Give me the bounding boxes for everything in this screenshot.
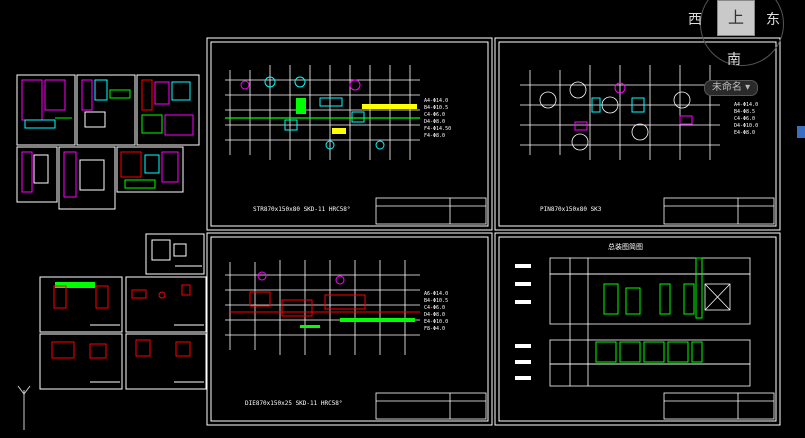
- svg-text:D4-Φ8.0: D4-Φ8.0: [424, 119, 445, 125]
- svg-text:E4-Φ8.0: E4-Φ8.0: [734, 130, 755, 136]
- drawing-sheet-3[interactable]: A6-Φ14.0 B4-Φ10.5 C4-Φ6.0 D4-Φ8.0 E4-Φ10…: [206, 232, 493, 426]
- sheet-2-title: PIN870x150x80 SK3: [540, 206, 602, 213]
- svg-text:B4-Φ10.5: B4-Φ10.5: [424, 105, 448, 111]
- svg-text:C4-Φ6.0: C4-Φ6.0: [424, 305, 445, 311]
- viewcube-east-label[interactable]: 东: [766, 12, 780, 28]
- thumbnail-details-top: [21, 79, 194, 198]
- thumbnail-group-top: [16, 74, 200, 210]
- navigation-bar-tab[interactable]: [797, 126, 805, 138]
- svg-text:D4-Φ10.0: D4-Φ10.0: [734, 123, 758, 129]
- drawing-sheet-1[interactable]: A4-Φ14.0 B4-Φ10.5 C4-Φ6.0 D4-Φ8.0 F4-Φ14…: [206, 37, 493, 231]
- ucs-icon: [17, 385, 31, 430]
- sheet-4-title: 总装图简图: [608, 242, 643, 251]
- thumbnail-details-bottom: [51, 282, 204, 383]
- svg-text:A6-Φ14.0: A6-Φ14.0: [424, 291, 448, 297]
- svg-text:C4-Φ6.0: C4-Φ6.0: [424, 112, 445, 118]
- svg-text:C4-Φ6.0: C4-Φ6.0: [734, 116, 755, 122]
- viewcube-top-face[interactable]: 上: [717, 0, 755, 36]
- sheet-1-title: STR870x150x80 SKD-11 HRC58°: [253, 206, 351, 213]
- svg-text:F4-Φ14.50: F4-Φ14.50: [424, 126, 451, 132]
- svg-text:A4-Φ14.0: A4-Φ14.0: [424, 98, 448, 104]
- svg-text:F8-Φ4.0: F8-Φ4.0: [424, 326, 445, 332]
- svg-text:D4-Φ8.0: D4-Φ8.0: [424, 312, 445, 318]
- drawing-sheet-2[interactable]: A4-Φ14.0 B4-Φ8.5 C4-Φ6.0 D4-Φ10.0 E4-Φ8.…: [494, 37, 781, 231]
- svg-text:B4-Φ8.5: B4-Φ8.5: [734, 109, 755, 115]
- drawing-sheet-4[interactable]: 总装图简图: [494, 232, 781, 426]
- thumbnail-small-sheet: [145, 233, 205, 275]
- svg-text:E4-Φ10.0: E4-Φ10.0: [424, 319, 448, 325]
- svg-text:F4-Φ8.0: F4-Φ8.0: [424, 133, 445, 139]
- thumbnail-group-bottom: [39, 276, 207, 390]
- wcs-label: 未命名: [711, 82, 742, 93]
- svg-text:A4-Φ14.0: A4-Φ14.0: [734, 102, 758, 108]
- sheet-3-title: DIE870x150x25 SKD-11 HRC58°: [245, 400, 343, 407]
- viewcube-west-label[interactable]: 西: [688, 12, 702, 28]
- viewcube-south-label[interactable]: 南: [727, 52, 741, 68]
- wcs-dropdown[interactable]: 未命名 ▾: [704, 80, 758, 96]
- svg-text:B4-Φ10.5: B4-Φ10.5: [424, 298, 448, 304]
